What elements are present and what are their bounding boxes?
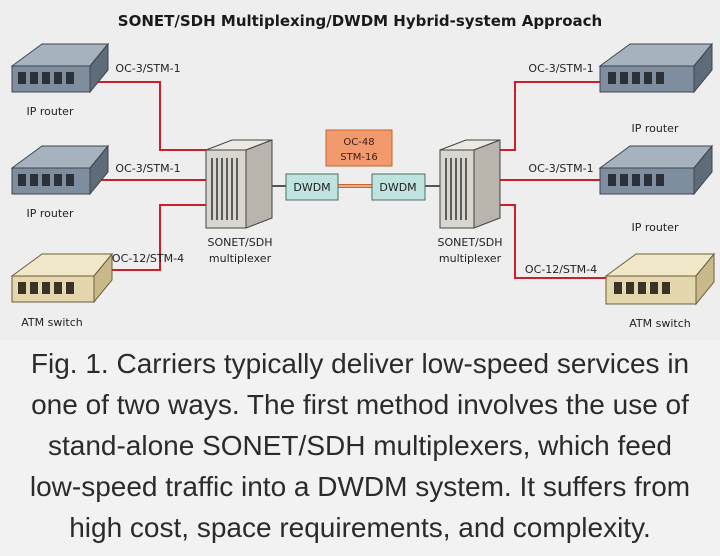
dwdm-box-left: [285, 173, 339, 201]
ip-router-right-2: [598, 144, 714, 196]
ip-router-left-1: [10, 42, 110, 94]
sonet-sdh-multiplexer-right: [439, 139, 501, 229]
left-links: [95, 81, 206, 271]
caption-line-4: low-speed traffic into a DWDM system. It…: [29, 471, 691, 502]
atm-switch-right: [604, 252, 716, 306]
link-right-1: [500, 81, 600, 151]
atm-switch-left: [10, 252, 114, 304]
caption-line-5: high cost, space requirements, and compl…: [69, 512, 651, 543]
mux-label-right-1: SONET/SDH: [438, 236, 503, 249]
dwdm-box-right: [371, 173, 426, 201]
link-label-right-3: OC-12/STM-4: [525, 263, 597, 276]
mux-label-left-1: SONET/SDH: [208, 236, 273, 249]
link-label-left-3: OC-12/STM-4: [112, 252, 184, 265]
network-diagram: SONET/SDH Multiplexing/DWDM Hybrid-syste…: [0, 0, 720, 340]
sonet-sdh-multiplexer-left: [205, 139, 273, 229]
trunk-label-line-1: OC-48: [343, 137, 374, 148]
diagram-title: SONET/SDH Multiplexing/DWDM Hybrid-syste…: [118, 12, 602, 30]
dwdm-label-right: DWDM: [379, 181, 416, 194]
device-label-left-2: IP router: [27, 207, 74, 220]
trunk-label-line-2: STM-16: [340, 152, 377, 163]
link-label-left-1: OC-3/STM-1: [115, 62, 180, 75]
caption-line-1: Fig. 1. Carriers typically deliver low-s…: [30, 348, 690, 379]
link-label-right-2: OC-3/STM-1: [528, 162, 593, 175]
device-label-right-3: ATM switch: [629, 317, 691, 330]
diagram-canvas: SONET/SDH Multiplexing/DWDM Hybrid-syste…: [10, 12, 716, 330]
device-label-left-3: ATM switch: [21, 316, 83, 329]
right-links: [500, 81, 610, 279]
mux-label-left-2: multiplexer: [209, 252, 272, 265]
link-left-1: [95, 81, 206, 151]
link-right-3: [500, 204, 610, 279]
ip-router-right-1: [598, 42, 714, 94]
caption-line-3: stand-alone SONET/SDH multiplexers, whic…: [47, 430, 673, 461]
device-label-right-2: IP router: [632, 221, 679, 234]
caption-line-2: one of two ways. The first method involv…: [31, 389, 689, 420]
mux-label-right-2: multiplexer: [439, 252, 502, 265]
device-label-right-1: IP router: [632, 122, 679, 135]
link-left-3: [105, 204, 206, 271]
link-label-right-1: OC-3/STM-1: [528, 62, 593, 75]
link-label-left-2: OC-3/STM-1: [115, 162, 180, 175]
trunk-label-box: [325, 129, 393, 167]
ip-router-left-2: [10, 144, 110, 196]
figure-caption: Fig. 1. Carriers typically deliver low-s…: [0, 340, 720, 556]
device-label-left-1: IP router: [27, 105, 74, 118]
dwdm-label-left: DWDM: [293, 181, 330, 194]
